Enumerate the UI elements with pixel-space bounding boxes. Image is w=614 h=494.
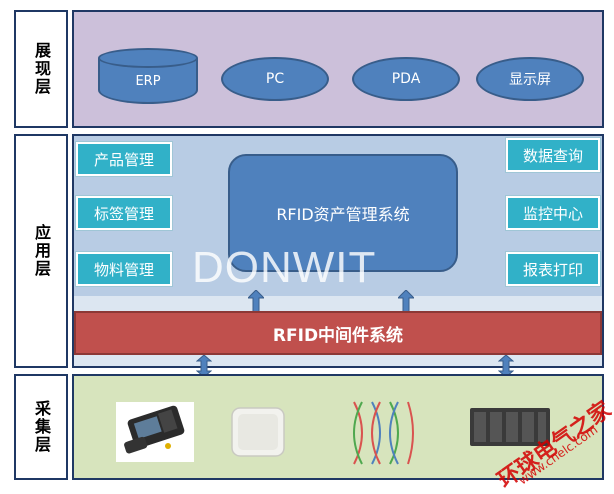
rfid-asset-management-system: RFID资产管理系统 [228, 154, 458, 272]
rfid-middleware-system: RFID中间件系统 [74, 311, 602, 355]
double-arrow-icon [196, 355, 212, 377]
module-material-management: 物料管理 [76, 252, 172, 286]
rfid-panel-antenna-icon [228, 402, 288, 462]
pda-node: PDA [352, 57, 460, 101]
module-data-query: 数据查询 [506, 138, 600, 172]
module-tag-management: 标签管理 [76, 196, 172, 230]
module-report-printing: 报表打印 [506, 252, 600, 286]
layer-label-application: 应用层 [14, 134, 68, 368]
layer-label-presentation: 展现层 [14, 10, 68, 128]
arrow-up-icon [248, 290, 264, 312]
handheld-rfid-reader-icon [116, 402, 194, 462]
display-screen-node: 显示屏 [476, 57, 584, 101]
rfid-tag-waves-icon [346, 398, 418, 468]
pc-node: PC [221, 57, 329, 101]
layer-label-collection: 采集层 [14, 374, 68, 480]
module-monitoring-center: 监控中心 [506, 196, 600, 230]
donwit-watermark: DONWIT [192, 243, 377, 292]
arrow-up-icon [398, 290, 414, 312]
erp-database-node: ERP [98, 48, 198, 104]
erp-label: ERP [135, 73, 161, 89]
module-product-management: 产品管理 [76, 142, 172, 176]
rfid-fixed-reader-icon [468, 404, 552, 450]
double-arrow-icon [498, 355, 514, 377]
